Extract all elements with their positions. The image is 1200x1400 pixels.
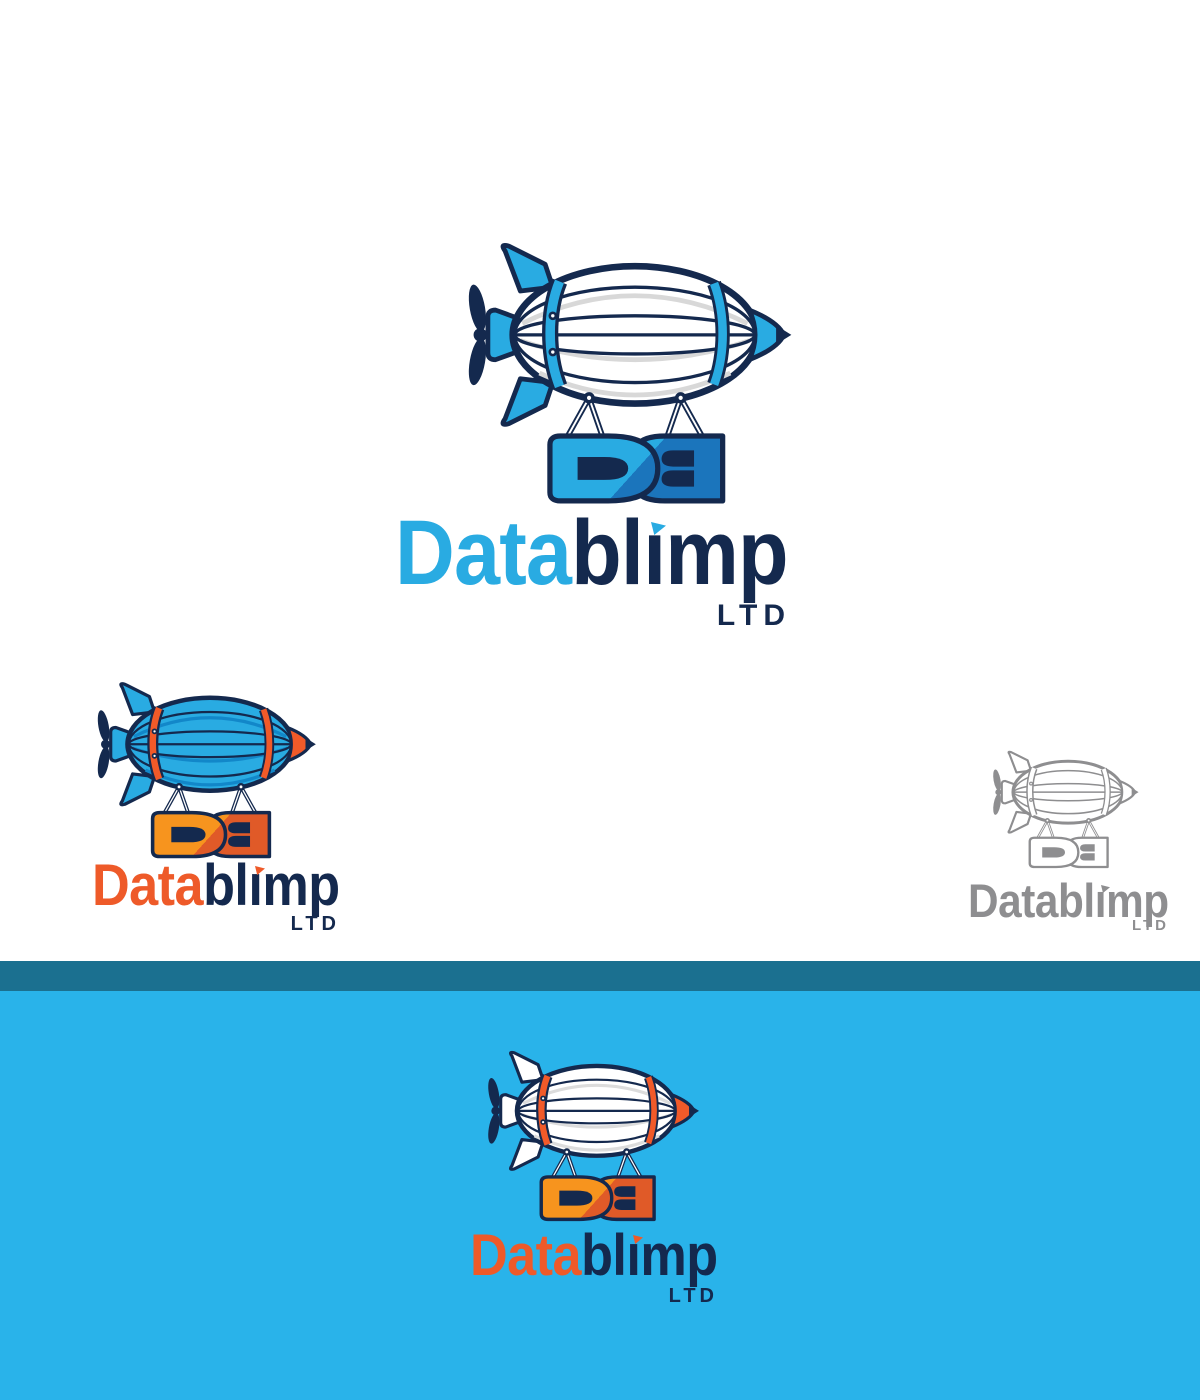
wordmark-data: Data <box>395 502 572 604</box>
wordmark-data: Data <box>92 853 204 918</box>
wordmark-blimp: blımp <box>1058 874 1169 927</box>
tail-fins <box>499 1050 545 1171</box>
rivets <box>548 311 558 357</box>
db-monogram <box>547 433 726 504</box>
wordmark-blimp: blımp <box>581 1223 718 1288</box>
divider-band <box>0 961 1200 991</box>
blimp-mark <box>81 672 321 863</box>
wordmark-blimp: blımp <box>571 502 788 604</box>
nose-cone <box>746 307 792 363</box>
wordmark-blimp: blımp <box>203 853 340 918</box>
ltd-suffix: LTD <box>290 913 340 935</box>
i-dot-flag-icon <box>633 1235 643 1244</box>
blimp-mark <box>444 228 799 510</box>
tail-band <box>536 1073 553 1147</box>
wordmark: Datablımp <box>92 857 340 915</box>
datablimp-mark-icon <box>993 750 1139 869</box>
tail-fins <box>1000 750 1033 834</box>
logo-grayscale: Datablımp LTD <box>968 744 1172 940</box>
logo-secondary-orange: Datablımp LTD <box>73 672 349 940</box>
db-monogram <box>150 810 272 859</box>
blimp-mark <box>982 744 1142 871</box>
datablimp-mark-icon <box>468 242 792 504</box>
nose-band <box>707 280 730 388</box>
tail-fins <box>109 682 157 807</box>
tail-band <box>542 278 568 390</box>
wordmark-data: Data <box>470 1223 582 1288</box>
i-dot-flag-icon <box>255 866 265 875</box>
tail-band <box>147 706 165 782</box>
rivets <box>1029 781 1033 802</box>
ltd-suffix: LTD <box>716 599 791 632</box>
propeller-icon <box>468 284 504 386</box>
nose-cone <box>285 725 316 763</box>
tail-fins <box>485 242 556 427</box>
nose-band <box>644 1075 659 1145</box>
wordmark-data: Data <box>968 874 1058 927</box>
datablimp-mark-icon <box>488 1050 700 1222</box>
i-dot-flag-icon <box>1101 885 1110 893</box>
logo-primary: Datablımp LTD <box>395 232 795 644</box>
nose-band <box>1100 767 1111 816</box>
wordmark: Datablımp <box>470 1227 718 1285</box>
nose-cone <box>1118 779 1139 805</box>
db-monogram <box>1028 836 1109 869</box>
blimp-mark <box>472 1041 704 1226</box>
nose-cone <box>670 1093 700 1129</box>
ltd-suffix: LTD <box>668 1285 718 1307</box>
wordmark: Datablımp <box>395 507 789 599</box>
db-monogram <box>539 1175 656 1222</box>
wordmark: Datablımp <box>968 877 1169 924</box>
logo-reversed-on-blue: Datablımp LTD <box>470 1049 728 1309</box>
tail-band <box>1026 766 1038 817</box>
rivets <box>540 1095 546 1125</box>
rivets <box>151 728 158 759</box>
datablimp-mark-icon <box>97 682 316 859</box>
propeller-icon <box>97 710 122 779</box>
nose-band <box>258 707 275 780</box>
ltd-suffix: LTD <box>1131 917 1169 934</box>
